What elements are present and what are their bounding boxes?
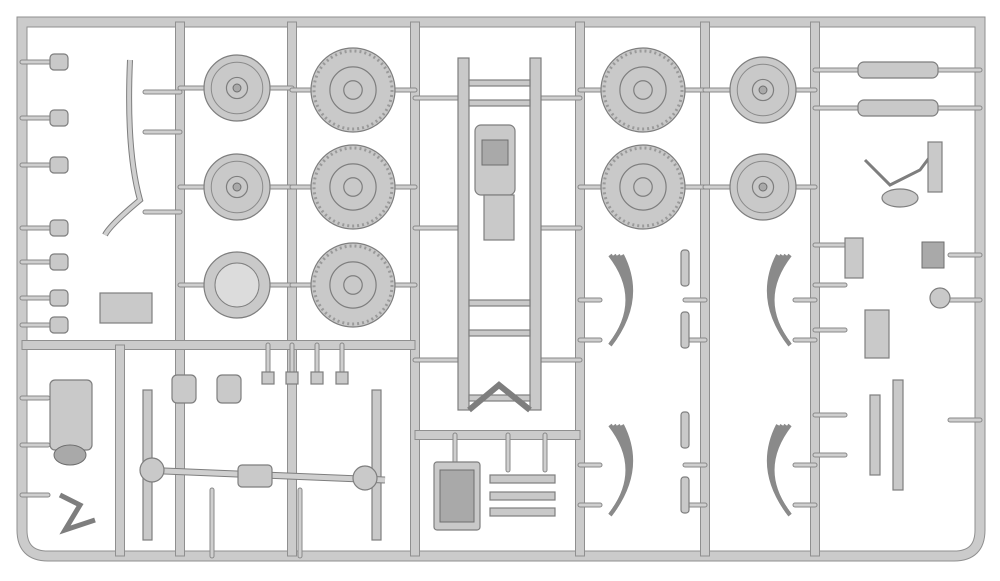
- leaf-spring-leaf: [608, 254, 634, 347]
- small-part: [49, 253, 69, 271]
- frame-rail: [21, 340, 416, 350]
- exhaust-pipe: [102, 59, 144, 237]
- bumper-part: [857, 99, 939, 117]
- chassis-crossmember: [468, 329, 531, 337]
- small-rod-part: [680, 411, 690, 449]
- frame-rail: [575, 21, 585, 557]
- grille-slat: [489, 507, 556, 517]
- steering-linkage: [863, 149, 937, 187]
- wheel-hole: [758, 85, 768, 95]
- steering-column-part: [927, 141, 943, 193]
- fan-part: [58, 492, 96, 535]
- small-part: [49, 109, 69, 127]
- frame-rail: [700, 21, 710, 557]
- transmission: [483, 194, 515, 241]
- wheel-rim-inner: [214, 262, 260, 308]
- axle-rod-part: [892, 379, 904, 491]
- leaf-spring-leaf: [766, 424, 792, 517]
- sprue-frame: [16, 16, 986, 562]
- frame-rail: [115, 344, 125, 557]
- small-part: [285, 371, 299, 385]
- small-part: [171, 374, 197, 404]
- exhaust-pipe-fill: [103, 59, 143, 237]
- frame-rail: [410, 21, 420, 557]
- tire-tread: [602, 49, 684, 131]
- wheel-rim-ring: [210, 160, 264, 214]
- small-part: [216, 374, 242, 404]
- small-part: [49, 53, 69, 71]
- wheel-rim-ring: [210, 61, 264, 115]
- engine-oil-pan: [53, 444, 87, 466]
- small-part: [49, 316, 69, 334]
- frame-rail: [175, 21, 185, 557]
- pulley-part: [929, 287, 951, 309]
- transfer-case: [237, 464, 273, 488]
- wheel-hole: [758, 182, 768, 192]
- grille-slat: [489, 474, 556, 484]
- frame-rail: [810, 21, 820, 557]
- differential-front: [139, 457, 165, 483]
- chassis-crossmember: [468, 79, 531, 87]
- wheel-rim-ring: [736, 160, 790, 214]
- wheel-rim-ring: [736, 63, 790, 117]
- engine-assembly: [49, 379, 93, 451]
- frame-rail: [287, 21, 297, 557]
- leaf-spring-leaf: [766, 254, 792, 347]
- seat-cushion: [439, 469, 475, 523]
- battery-box-part: [99, 292, 153, 324]
- tire-tread: [312, 244, 394, 326]
- chassis-rear-brace: [467, 381, 532, 413]
- sprue-gates: [19, 59, 983, 559]
- small-part: [49, 289, 69, 307]
- axle-rod-part: [869, 394, 881, 476]
- chassis-crossmember: [468, 394, 531, 402]
- tire-hub: [633, 80, 653, 100]
- plate-part: [864, 309, 890, 359]
- tire-tread: [312, 49, 394, 131]
- frame-rail: [414, 430, 581, 440]
- sprue-parts: [49, 47, 951, 541]
- bracket-part: [844, 237, 864, 279]
- rear-axle: [371, 389, 382, 541]
- differential-rear: [352, 465, 378, 491]
- wheel-hole: [232, 182, 242, 192]
- small-part: [335, 371, 349, 385]
- tire-hub: [343, 177, 363, 197]
- small-rod-part: [680, 476, 690, 514]
- engine-head: [481, 139, 509, 166]
- small-rod-part: [680, 311, 690, 349]
- small-part: [49, 219, 69, 237]
- chassis-crossmember: [468, 299, 531, 307]
- tire-hub: [343, 80, 363, 100]
- tire-hub: [633, 177, 653, 197]
- steering-part: [881, 188, 919, 208]
- small-part: [49, 156, 69, 174]
- wheel-hole: [232, 83, 242, 93]
- box-part: [921, 241, 945, 269]
- tire-tread: [312, 146, 394, 228]
- tire-tread: [602, 146, 684, 228]
- small-part: [310, 371, 324, 385]
- grille-slat: [489, 491, 556, 501]
- frame-outer-rail: [17, 17, 985, 561]
- small-rod-part: [680, 249, 690, 287]
- bumper-part: [857, 61, 939, 79]
- leaf-spring-leaf: [608, 424, 634, 517]
- tire-hub: [343, 275, 363, 295]
- small-part: [261, 371, 275, 385]
- chassis-rail-left: [457, 57, 470, 411]
- chassis-crossmember: [468, 99, 531, 107]
- chassis-rail-right: [529, 57, 542, 411]
